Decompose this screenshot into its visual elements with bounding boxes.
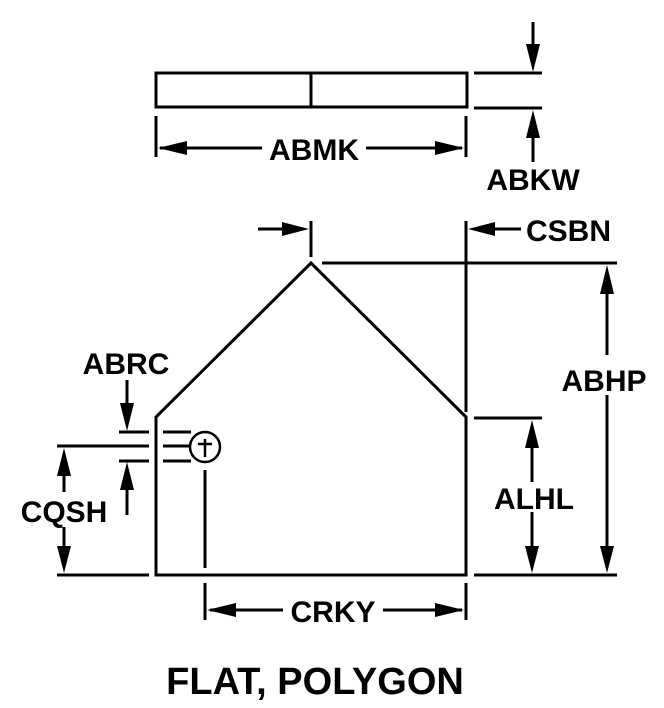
cqsh-arrow-down bbox=[57, 546, 71, 573]
abmk-label: ABMK bbox=[269, 134, 359, 167]
abrc-arrow-up bbox=[120, 462, 134, 490]
crky-arrow-left bbox=[207, 603, 236, 617]
dimension-abrc: ABRC bbox=[83, 348, 191, 515]
polygon-outline bbox=[154, 260, 468, 577]
abhp-label: ABHP bbox=[561, 365, 646, 398]
hole-circle bbox=[188, 430, 222, 464]
abhp-arrow-up bbox=[600, 265, 614, 294]
dimension-alhl: ALHL bbox=[474, 416, 574, 573]
apex-arrow-right bbox=[282, 222, 309, 236]
dimension-cqsh: CQSH bbox=[21, 444, 149, 573]
dimension-abhp: ABHP bbox=[322, 261, 647, 573]
abmk-arrow-right bbox=[435, 141, 464, 155]
abkw-arrow-down bbox=[526, 44, 540, 72]
crky-label: CRKY bbox=[290, 596, 375, 629]
cqsh-arrow-up bbox=[57, 448, 71, 476]
dimension-crky: CRKY bbox=[203, 583, 468, 629]
abkw-arrow-up bbox=[526, 110, 540, 138]
csbn-label: CSBN bbox=[526, 215, 611, 248]
hole-center-icon bbox=[188, 430, 222, 568]
abrc-arrow-down bbox=[120, 403, 134, 431]
dimension-csbn: CSBN bbox=[258, 215, 611, 412]
diagram-title: FLAT, POLYGON bbox=[166, 661, 464, 703]
edge-view bbox=[154, 71, 469, 109]
abkw-label: ABKW bbox=[486, 164, 580, 197]
abrc-label: ABRC bbox=[83, 348, 170, 381]
abmk-arrow-left bbox=[158, 141, 187, 155]
crky-arrow-right bbox=[435, 603, 464, 617]
alhl-arrow-down bbox=[525, 546, 539, 573]
csbn-arrow-left bbox=[468, 222, 495, 236]
dimension-abkw: ABKW bbox=[474, 22, 580, 197]
dimension-abmk: ABMK bbox=[154, 116, 468, 167]
alhl-label: ALHL bbox=[494, 483, 574, 516]
abhp-arrow-down bbox=[600, 546, 614, 573]
alhl-arrow-up bbox=[525, 420, 539, 448]
cqsh-label: CQSH bbox=[21, 496, 108, 529]
